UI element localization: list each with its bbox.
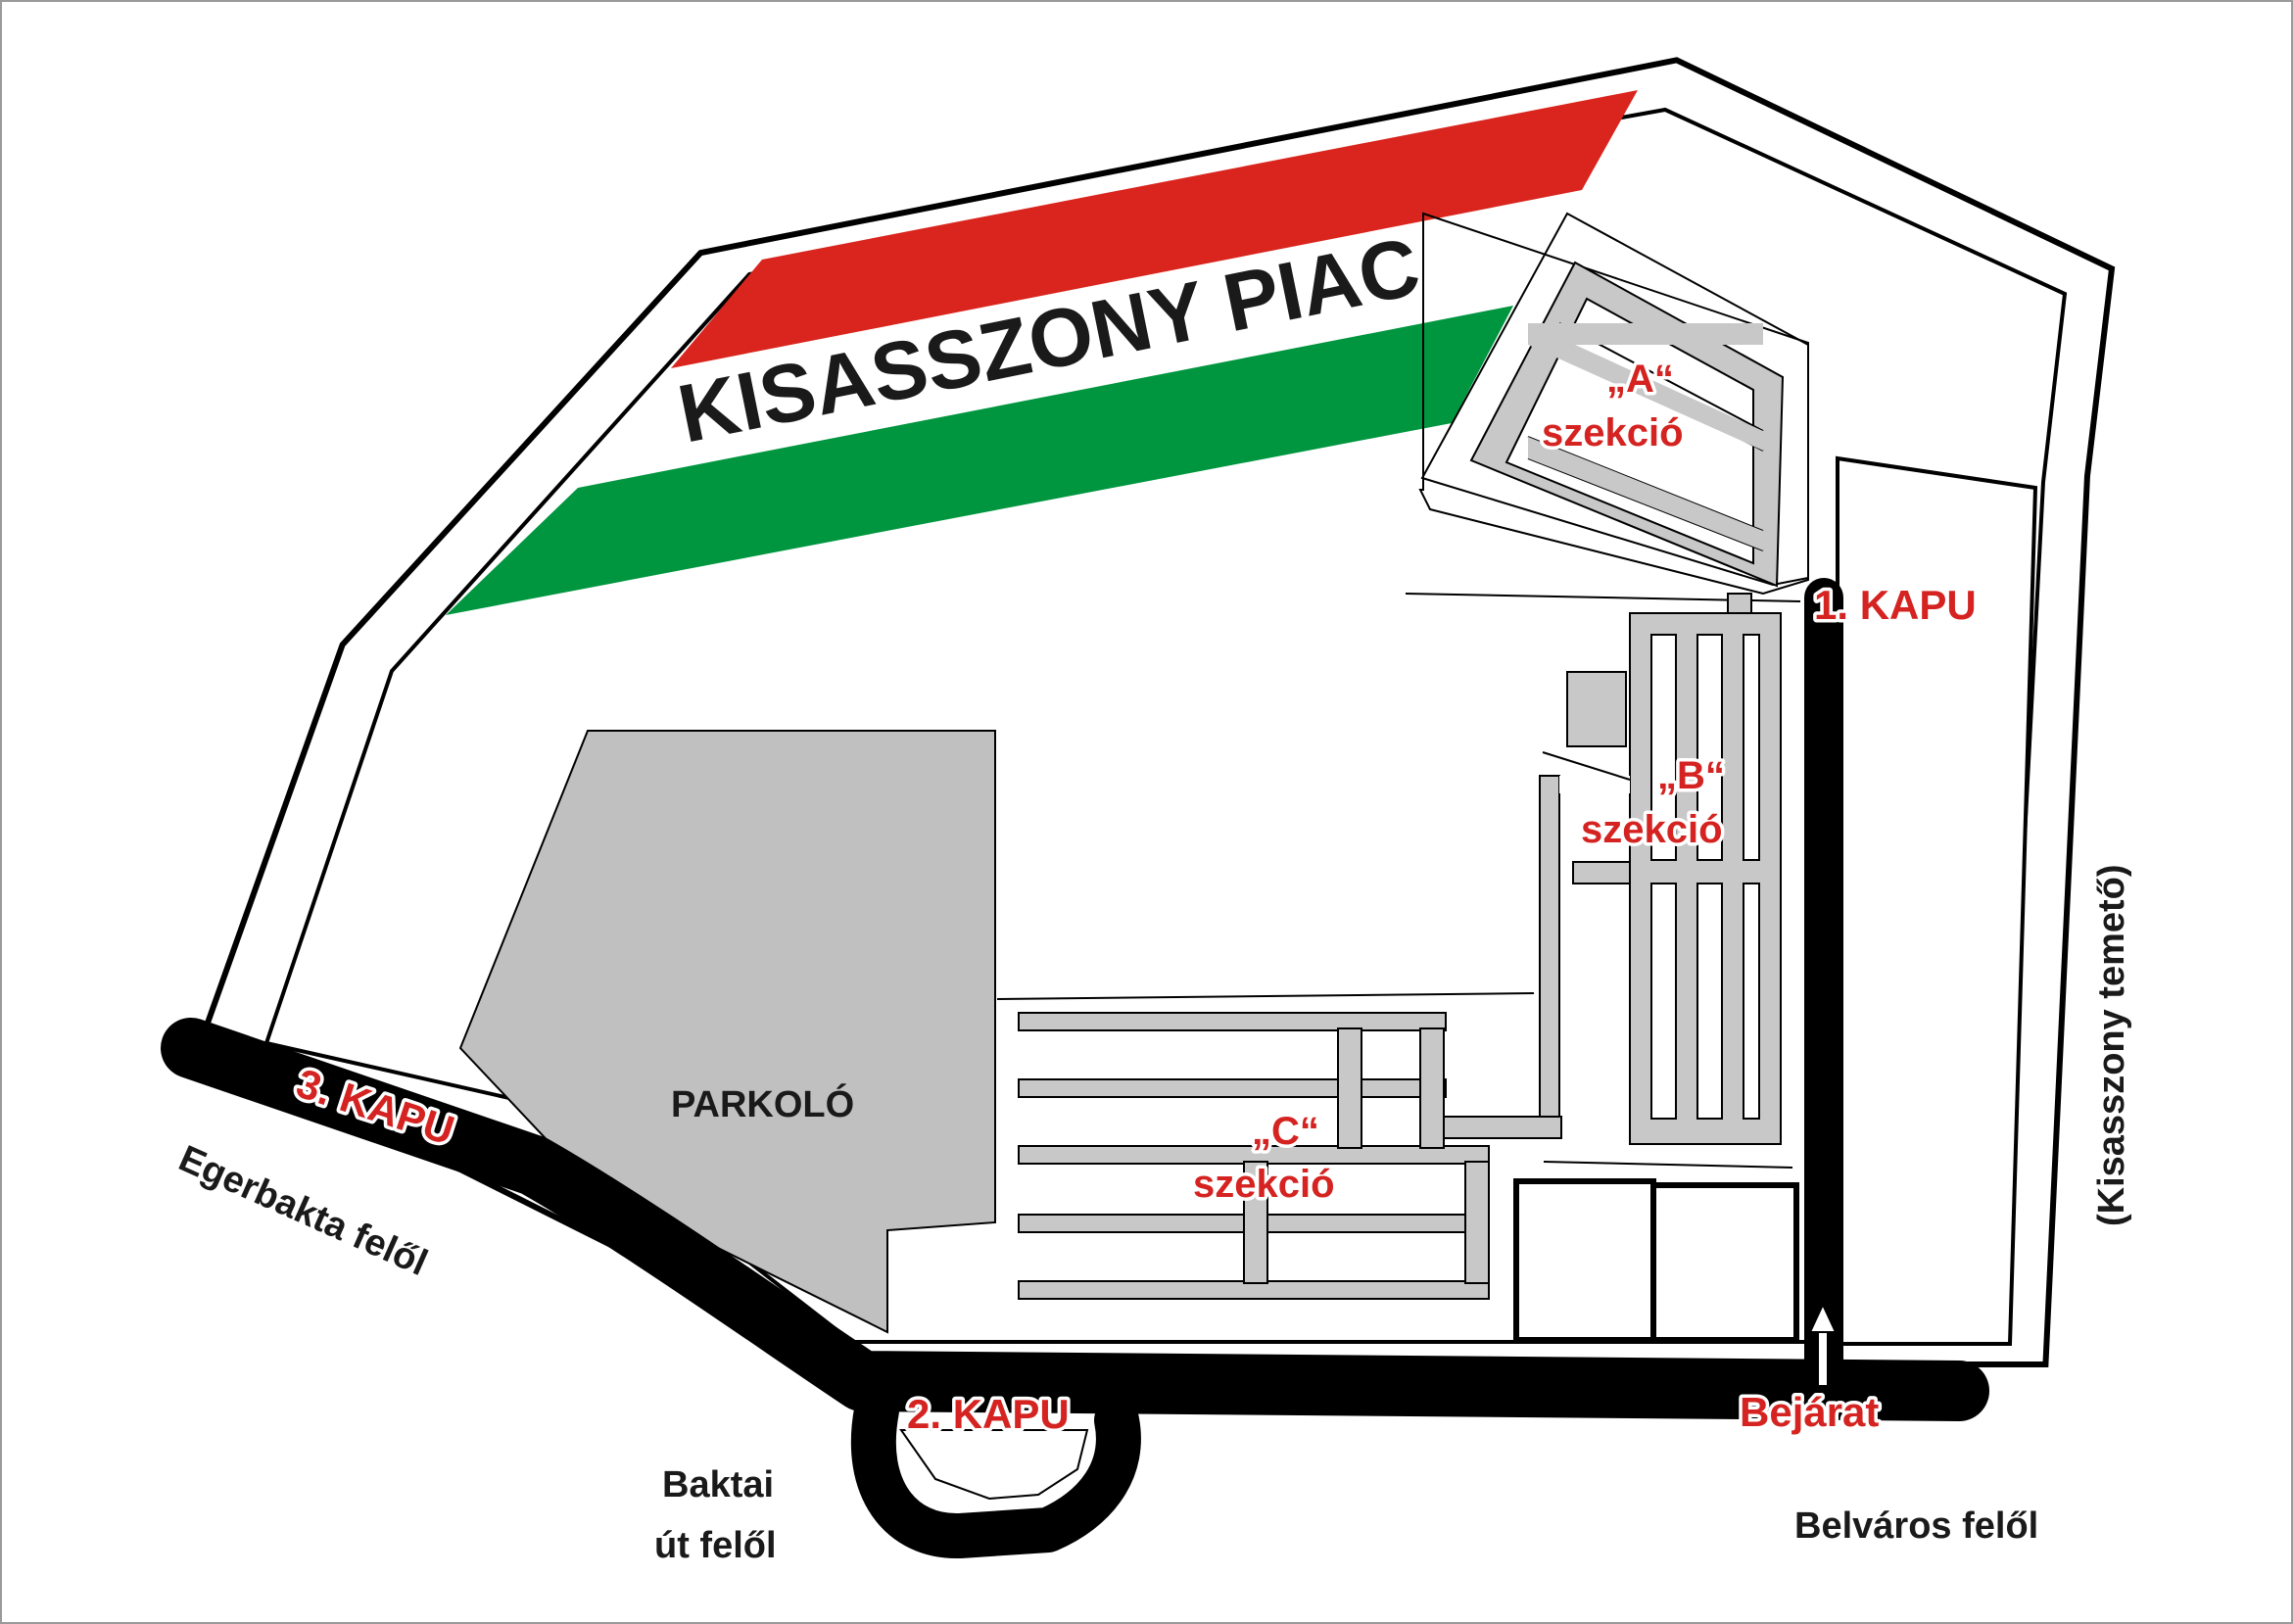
section-c-row-2 (1018, 1078, 1447, 1098)
section-c-name: „C“ (1252, 1110, 1319, 1153)
section-b-word: szekció (1581, 808, 1723, 851)
direction-baktai-line2: út felől (654, 1525, 777, 1566)
gate-2-label[interactable]: 2. KAPU (904, 1388, 1074, 1441)
section-a: „A“ szekció (1418, 212, 1809, 596)
section-c-row-1 (1018, 1012, 1447, 1031)
section-a-word: szekció (1542, 411, 1684, 454)
flag-red-stripe (671, 90, 1638, 368)
building-1 (1513, 1178, 1656, 1343)
section-b-name: „B“ (1657, 754, 1725, 797)
entrance-label[interactable]: Bejárat (1737, 1386, 1883, 1439)
section-b: „B“ szekció (1405, 593, 1801, 1145)
up-arrow-icon (1808, 1302, 1838, 1387)
section-c-word: szekció (1193, 1163, 1335, 1206)
direction-belvaros: Belváros felől (1794, 1505, 2038, 1547)
section-a-name: „A“ (1606, 358, 1674, 401)
building-2 (1650, 1182, 1799, 1343)
main-road (161, 1018, 1989, 1421)
flag-green-stripe (446, 306, 1513, 615)
direction-temeto: (Kisasszony temető) (2091, 864, 2132, 1226)
parking-label: PARKOLÓ (671, 1082, 854, 1125)
section-c: „C“ szekció (996, 992, 1562, 1300)
direction-baktai-line1: Baktai (662, 1464, 774, 1505)
loop-road (850, 1388, 1141, 1558)
gate-1-label[interactable]: 1. KAPU (1811, 579, 1981, 632)
gate-1-road (1804, 578, 1843, 1401)
